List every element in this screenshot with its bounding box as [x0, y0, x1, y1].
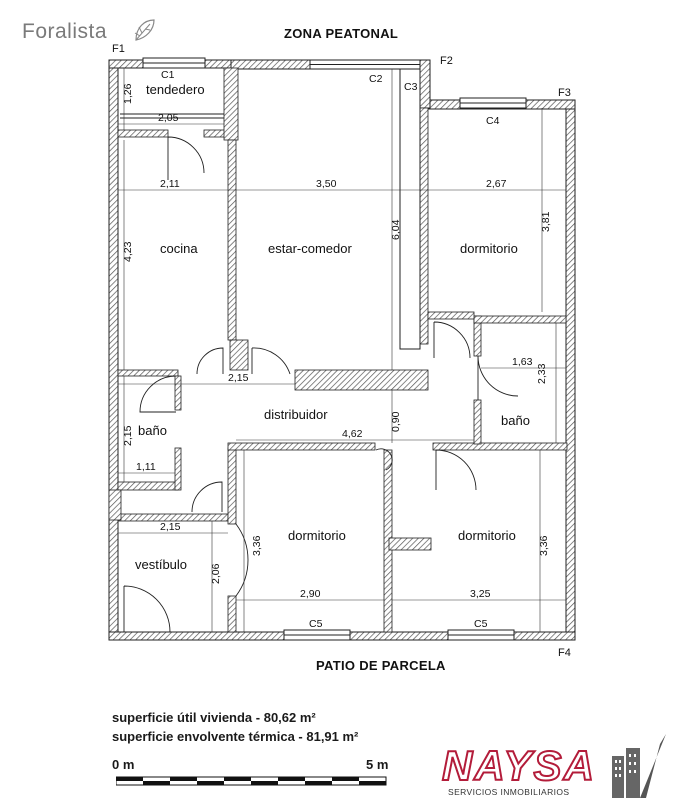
dim-2-15-v: 2,15: [122, 425, 134, 446]
window-label-c5a: C5: [309, 618, 323, 630]
room-vestibulo: vestíbulo: [135, 557, 187, 572]
window-c3-frame: [399, 68, 421, 350]
window-label-c1: C1: [161, 69, 175, 81]
wall-estar-south: [294, 369, 429, 391]
door-estar-right: [251, 347, 291, 375]
wall-cocina-estar: [227, 139, 237, 341]
room-tendedero: tendedero: [146, 82, 205, 97]
pillar-ne-estar: [419, 59, 431, 109]
wall-west: [108, 59, 119, 641]
wall-vest-dorm: [227, 447, 237, 525]
wall-east: [565, 99, 576, 641]
room-bano-e: baño: [501, 413, 530, 428]
room-dormitorio-ne: dormitorio: [460, 241, 518, 256]
building-windows: [615, 754, 636, 777]
dim-3-81: 3,81: [540, 211, 552, 232]
doors: [123, 136, 519, 633]
wall-dorm-s-north-b: [432, 442, 568, 451]
dim-2-05: 2,05: [158, 112, 179, 124]
wall-bano-w-east-b: [174, 447, 182, 491]
windows: [120, 57, 527, 641]
superficie-termica: superficie envolvente térmica - 81,91 m²: [112, 729, 359, 744]
header-patio-parcela: PATIO DE PARCELA: [316, 658, 446, 673]
door-vest-inner: [191, 481, 223, 513]
wall-bano-w-south: [117, 481, 179, 491]
corner-f3: F3: [558, 87, 571, 99]
window-label-c4: C4: [486, 115, 500, 127]
window-label-c5b: C5: [474, 618, 488, 630]
door-bano-e: [477, 355, 519, 400]
dim-2-11: 2,11: [160, 178, 180, 190]
interior-walls: [108, 67, 568, 633]
corner-f2: F2: [440, 55, 453, 67]
exterior-walls: [108, 59, 576, 641]
door-cocina: [167, 136, 205, 180]
room-cocina: cocina: [160, 241, 198, 256]
room-dormitorio-s2: dormitorio: [458, 528, 516, 543]
dim-2-33: 2,33: [536, 363, 548, 384]
scale-end-label: 5 m: [366, 757, 389, 772]
wall-dorm-divider-pillar: [388, 537, 432, 551]
dim-1-11: 1,11: [136, 461, 156, 473]
superficie-util: superficie útil vivienda - 80,62 m²: [112, 710, 316, 725]
brand-name: NAYSA: [442, 742, 596, 789]
leaf-icon: [134, 19, 155, 41]
room-bano-w: baño: [138, 423, 167, 438]
window-label-c3: C3: [404, 81, 418, 93]
dim-4-23: 4,23: [122, 241, 134, 262]
wall-estar-dorm: [419, 107, 429, 345]
dim-1-26: 1,26: [122, 83, 134, 104]
door-estar-left: [196, 347, 224, 375]
door-dorm-s-left: [235, 523, 249, 597]
dim-3-36-a: 3,36: [251, 535, 263, 556]
dim-2-15-b: 2,15: [160, 521, 181, 533]
wall-bano-w-east: [174, 375, 182, 411]
wall-dorm-s-north-a: [227, 442, 376, 451]
room-dormitorio-s1: dormitorio: [288, 528, 346, 543]
dim-3-50: 3,50: [316, 178, 337, 190]
dim-2-06: 2,06: [210, 563, 222, 584]
floor-plan: ZONA PEATONAL PATIO DE PARCELA F1 F2 F3 …: [108, 26, 576, 673]
window-label-c2: C2: [369, 73, 383, 85]
wall-vestibulo-pillar: [108, 489, 122, 521]
wall-vest-dorm-b: [227, 595, 237, 633]
scale-bar: [116, 776, 387, 786]
wall-bano-e-west-b: [473, 399, 482, 445]
wall-vestibulo-n: [117, 513, 229, 522]
dim-2-15-a: 2,15: [228, 372, 249, 384]
door-dorm-s1: [375, 448, 393, 471]
dim-6-04: 6,04: [390, 219, 402, 240]
building-icon: [612, 734, 666, 798]
door-entrance: [123, 585, 171, 633]
door-dorm-ne: [433, 321, 471, 359]
wall-west-column: [223, 67, 239, 141]
dim-4-62: 4,62: [342, 428, 363, 440]
wall-tendedero-cocina: [117, 129, 169, 138]
wall-bano-e-north: [473, 315, 567, 324]
brand-tagline: SERVICIOS INMOBILIARIOS: [448, 787, 569, 797]
dim-3-25: 3,25: [470, 588, 491, 600]
door-dorm-s2: [435, 449, 477, 491]
dimension-lines: [118, 68, 566, 632]
corner-f1: F1: [112, 43, 125, 55]
dim-1-63: 1,63: [512, 356, 533, 368]
foralista-logo-text: Foralista: [22, 20, 108, 43]
header-zona-peatonal: ZONA PEATONAL: [284, 26, 398, 41]
wall-dorm-ne-south: [427, 311, 475, 320]
dim-3-36-b: 3,36: [538, 535, 550, 556]
dim-2-90: 2,90: [300, 588, 321, 600]
wall-cocina-bano: [117, 369, 179, 377]
scale-start-label: 0 m: [112, 757, 135, 772]
pillar-estar-sw: [229, 339, 249, 371]
corner-f4: F4: [558, 647, 571, 659]
room-estar-comedor: estar-comedor: [268, 241, 352, 256]
dim-2-67: 2,67: [486, 178, 507, 190]
room-distribuidor: distribuidor: [264, 407, 328, 422]
dim-0-90: 0,90: [390, 411, 402, 432]
door-bano-w: [139, 375, 177, 413]
naysa-logo: NAYSA SERVICIOS INMOBILIARIOS: [441, 734, 666, 798]
